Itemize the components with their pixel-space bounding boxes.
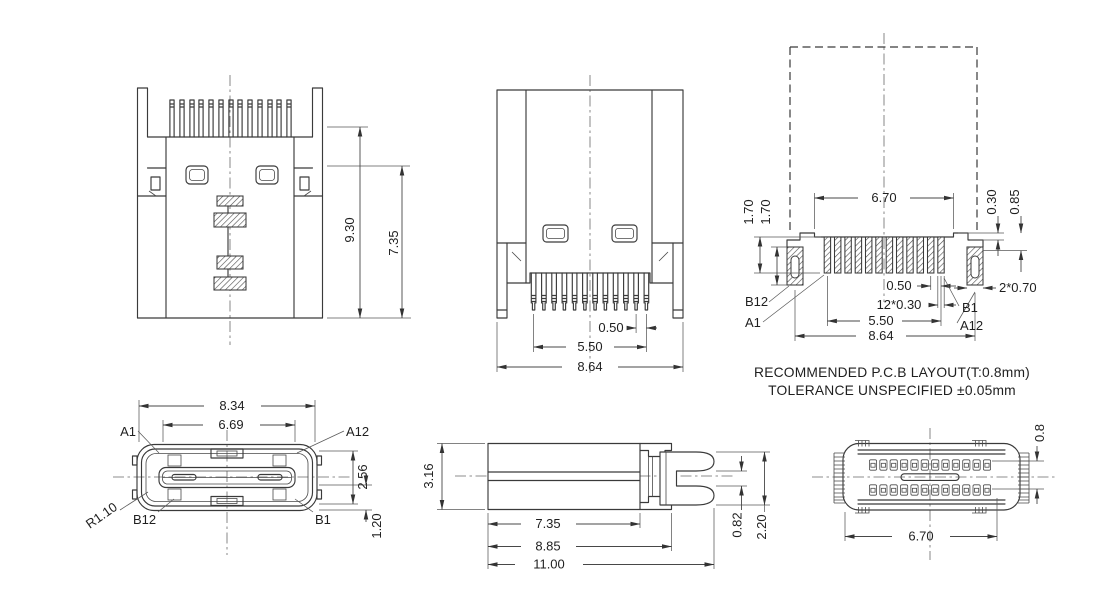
face-label-b1: B1 [315,512,331,527]
face-label-a1: A1 [120,424,136,439]
dim-pcb-side-pad-offset: 0.85 [1007,189,1022,214]
dim-pcb-pad-span: 5.50 [868,313,893,328]
dim-bottom-row-spacing: 0.8 [1032,424,1047,442]
dim-front-body-height: 7.35 [386,230,401,255]
bottom-view: 0.8 6.70 [812,424,1058,560]
face-view: 8.34 6.69 A1 A12 B12 B1 R1.10 2.56 1.20 [83,398,384,555]
front-pin-comb [169,99,292,138]
dim-pcb-side-pad-width: 2*0.70 [999,280,1037,295]
face-label-b12: B12 [133,512,156,527]
pcb-note-line2: TOLERANCE UNSPECIFIED ±0.05mm [768,383,1016,398]
dim-pcb-pad-pitch: 0.50 [886,278,911,293]
pcb-label-a12: A12 [960,318,983,333]
front-view: 9.30 7.35 [136,75,411,345]
pcb-label-b1: B1 [962,300,978,315]
dim-face-corner-radius: R1.10 [83,499,120,531]
dim-rear-pin-span: 5.50 [577,339,602,354]
face-label-a12: A12 [346,424,369,439]
dim-rear-outer-span: 8.64 [577,359,602,374]
front-hatched-contacts [213,195,247,291]
dim-bottom-contact-span: 6.70 [908,529,933,544]
pcb-label-b12: B12 [745,294,768,309]
dim-pcb-pad-width: 12*0.30 [877,297,922,312]
dim-pcb-pad-length-a: 1.70 [741,199,756,224]
dim-face-shell-width: 8.34 [219,398,244,413]
rear-view: 0.50 5.50 8.64 [496,75,684,375]
pcb-note-line1: RECOMMENDED P.C.B LAYOUT(T:0.8mm) [754,365,1030,380]
dim-side-body-height: 3.16 [421,463,436,488]
dim-side-clip-gap: 0.82 [730,512,745,537]
bottom-knurl-left [833,452,845,504]
pcb-side-pad-left [786,246,804,286]
dim-front-total-height: 9.30 [342,217,357,242]
dim-pcb-side-pad-span: 8.64 [868,328,893,343]
dim-pcb-edge-step: 0.30 [984,189,999,214]
dim-side-shell-length: 8.85 [535,539,560,554]
side-mount-clip [659,451,715,506]
dim-side-total-length: 11.00 [533,557,565,572]
side-view: 3.16 7.35 8.85 11.00 0.82 2.20 [421,442,770,572]
dim-face-tab-height: 1.20 [369,513,384,538]
face-tongue [158,466,296,489]
dim-side-body-length: 7.35 [535,516,560,531]
dim-pcb-pad-length-b: 1.70 [758,199,773,224]
dim-rear-pin-pitch: 0.50 [598,320,623,335]
pcb-label-a1: A1 [745,315,761,330]
dim-pcb-slot-span: 6.70 [871,190,896,205]
dim-face-tongue-width: 6.69 [218,417,243,432]
dim-side-clip-height: 2.20 [754,514,769,539]
pcb-layout-view: 6.70 1.70 1.70 0.30 0.85 0.50 12*0.30 5.… [741,33,1037,398]
dim-face-cavity-height: 2.56 [355,464,370,489]
pcb-side-pad-right [966,246,984,286]
